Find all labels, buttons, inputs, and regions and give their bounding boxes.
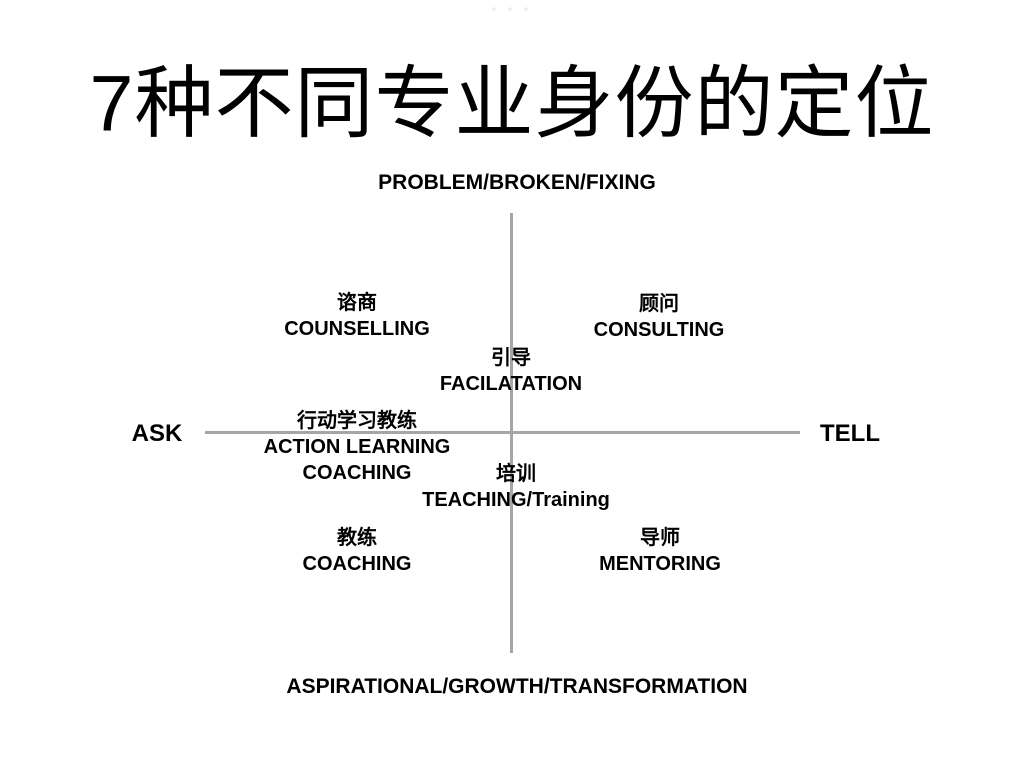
- quadrant-item-action-learning-coaching: 行动学习教练 ACTION LEARNING COACHING: [264, 408, 451, 486]
- consulting-label-zh: 顾问: [638, 293, 679, 315]
- counselling-label-en: COUNSELLING: [284, 318, 430, 340]
- action-learning-coaching-label-zh: 行动学习教练: [296, 410, 417, 432]
- coaching-label-zh: 教练: [336, 527, 377, 549]
- axis-label-right: TELL: [820, 420, 880, 447]
- teaching-label-en: TEACHING/Training: [422, 489, 610, 511]
- quadrant-item-counselling: 谘商 COUNSELLING: [284, 290, 430, 342]
- axis-label-top: PROBLEM/BROKEN/FIXING: [378, 171, 656, 194]
- facilitation-label-en: FACILATATION: [439, 373, 583, 395]
- action-learning-coaching-label-en-line1: ACTION LEARNING: [263, 436, 451, 458]
- action-learning-coaching-label-en-line2: COACHING: [302, 462, 412, 484]
- quadrant-item-teaching: 培训 TEACHING/Training: [422, 461, 610, 513]
- counselling-label-zh: 谘商: [337, 292, 377, 314]
- mentoring-label-en: MENTORING: [599, 553, 721, 575]
- axis-label-left: ASK: [131, 420, 183, 447]
- horizontal-axis-line: [205, 431, 800, 434]
- top-dots-artifact: • • •: [491, 1, 533, 17]
- axis-label-bottom: ASPIRATIONAL/GROWTH/TRANSFORMATION: [286, 675, 748, 698]
- quadrant-item-consulting: 顾问 CONSULTING: [594, 291, 725, 343]
- coaching-label-en: COACHING: [302, 553, 412, 575]
- quadrant-item-facilitation: 引导 FACILATATION: [440, 345, 582, 397]
- facilitation-label-zh: 引导: [490, 347, 531, 369]
- quadrant-item-coaching: 教练 COACHING: [303, 525, 412, 577]
- mentoring-label-zh: 导师: [639, 527, 680, 549]
- page-title: 7种不同专业身份的定位: [89, 58, 935, 148]
- quadrant-item-mentoring: 导师 MENTORING: [599, 525, 721, 577]
- consulting-label-en: CONSULTING: [593, 319, 725, 341]
- teaching-label-zh: 培训: [495, 463, 536, 485]
